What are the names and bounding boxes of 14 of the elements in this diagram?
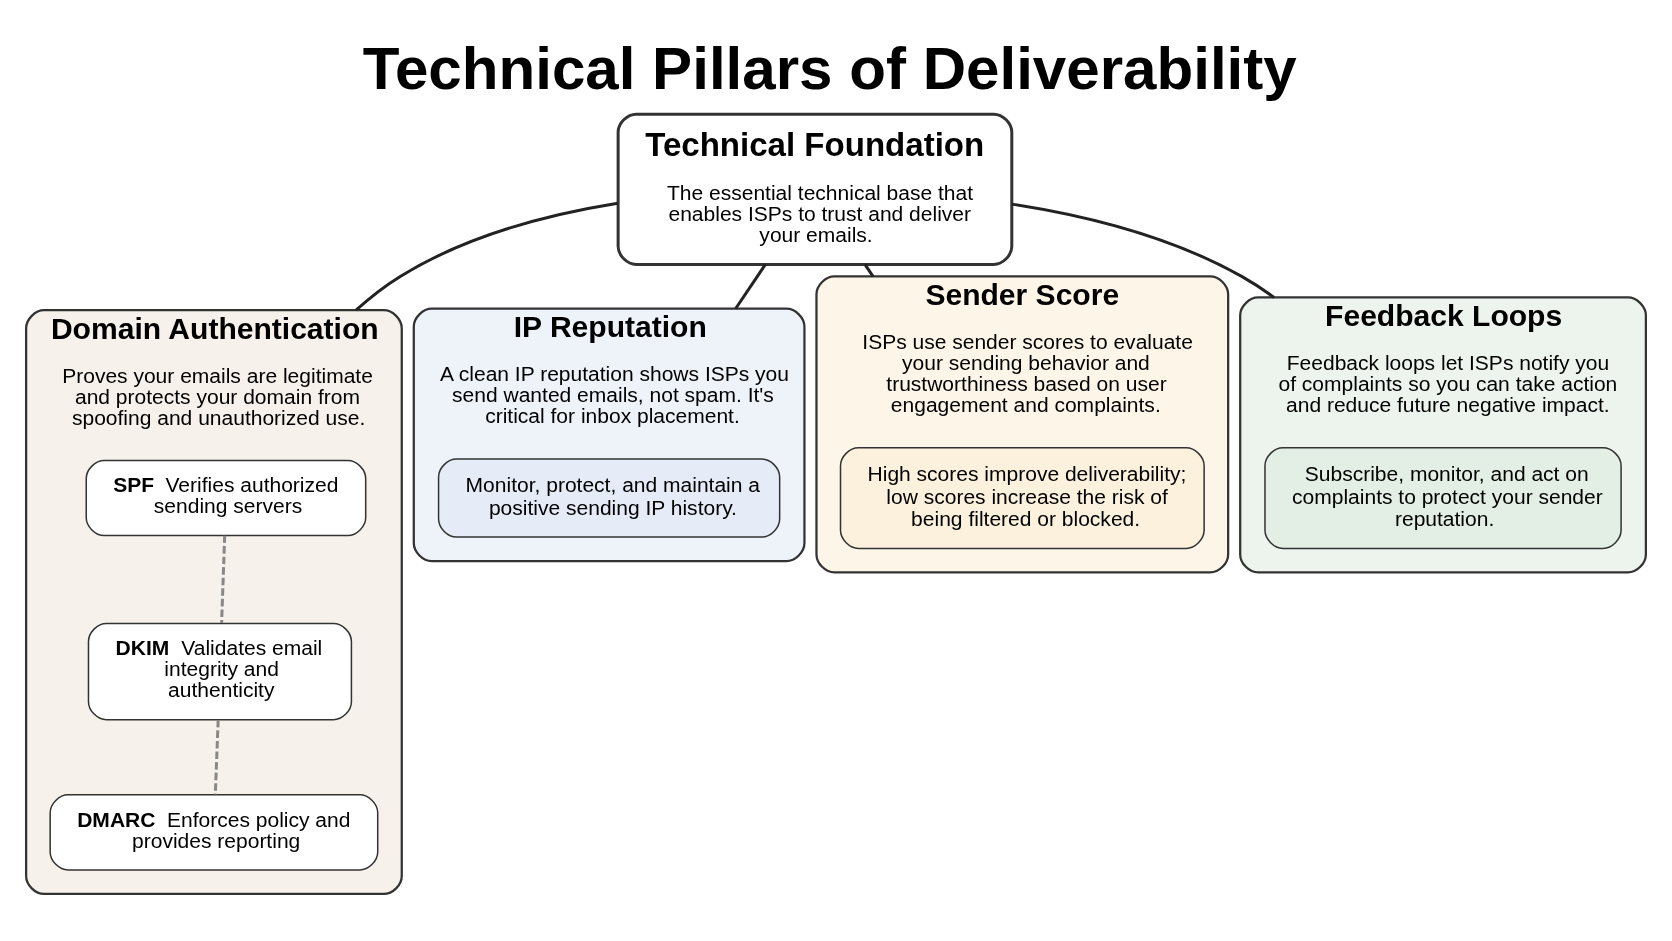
connector — [355, 201, 619, 311]
node-box: Subscribe, monitor, and act on complaints to protect your sender reputation. — [1264, 446, 1622, 549]
diagram-title: Technical Pillars of Deliverability — [362, 34, 1297, 102]
connector — [1011, 202, 1275, 299]
node-box: SPF Verifies authorized sending servers — [85, 459, 367, 536]
node-box: High scores improve deliverability; low scores increase the risk of being filtered or blocked. — [839, 446, 1205, 549]
connector — [734, 263, 767, 310]
connector — [863, 263, 875, 277]
node-box: DMARC Enforces policy and provides reporting — [49, 793, 379, 871]
node-box: Monitor, protect, and maintain a positive sending IP history. — [437, 457, 781, 538]
node-box: Technical Foundation The essential technical base that enables ISPs to trust and deliver your emails. — [616, 112, 1014, 266]
node-box: DKIM Validates email integrity and authenticity — [87, 622, 353, 720]
connector — [213, 719, 220, 794]
connector — [220, 535, 227, 623]
